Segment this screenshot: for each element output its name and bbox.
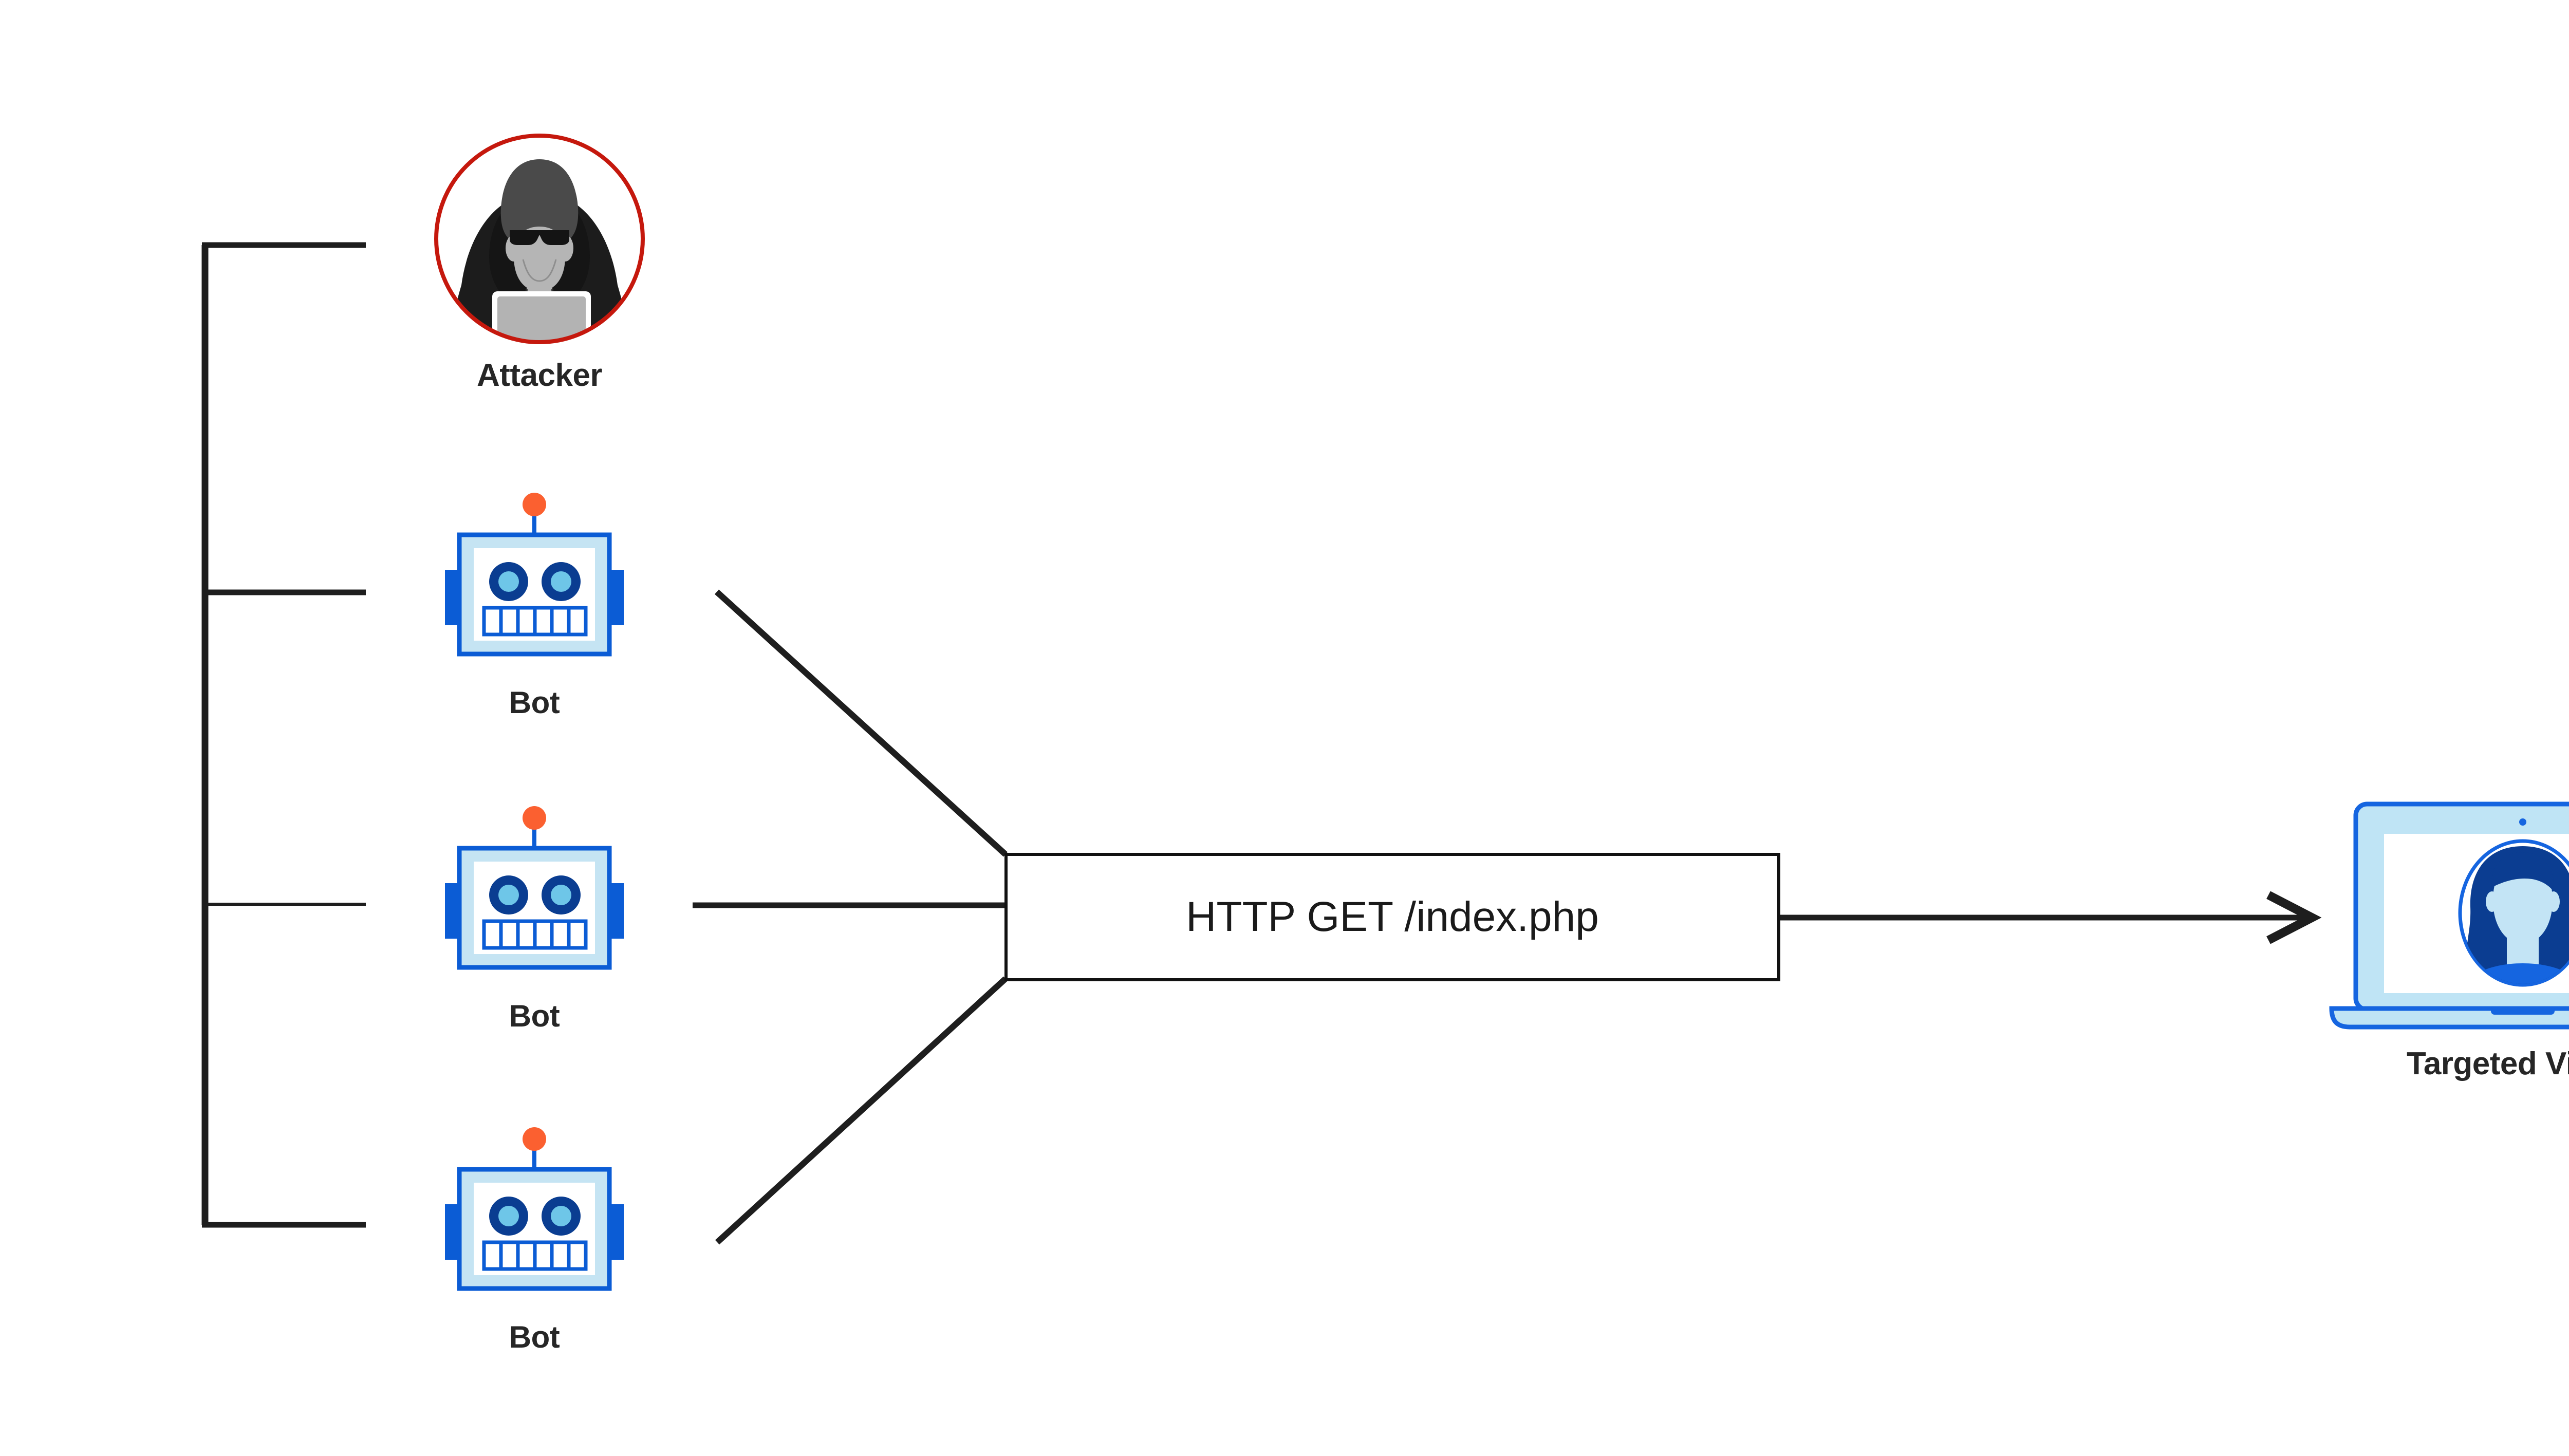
node-bot-2[interactable]: Bot <box>426 804 642 1051</box>
node-bot-1[interactable]: Bot <box>426 491 642 737</box>
bot-3-label: Bot <box>509 1320 560 1354</box>
http-request-box[interactable]: HTTP GET /index.php <box>1004 853 1780 981</box>
edge-bot3-to-message <box>715 976 1008 1245</box>
node-bot-3[interactable]: Bot <box>426 1125 642 1372</box>
attacker-label: Attacker <box>476 358 603 393</box>
laptop-user-icon <box>2329 801 2569 1030</box>
edge-bot1-to-message <box>714 589 1008 857</box>
targeted-victim-label: Targeted Victim <box>2407 1046 2569 1081</box>
node-attacker[interactable]: Attacker <box>432 131 647 408</box>
bot-2-label: Bot <box>509 999 560 1033</box>
attacker-to-bots-bracket <box>201 242 366 1228</box>
robot-icon <box>445 493 624 657</box>
bot-1-label: Bot <box>509 685 560 720</box>
robot-icon <box>445 1127 624 1291</box>
node-targeted-victim[interactable]: Targeted Victim <box>2328 799 2569 1107</box>
robot-icon <box>445 806 624 970</box>
hooded-attacker-icon <box>434 134 645 344</box>
http-request-label: HTTP GET /index.php <box>1186 893 1599 940</box>
request-arrow-to-victim <box>1778 891 2322 944</box>
